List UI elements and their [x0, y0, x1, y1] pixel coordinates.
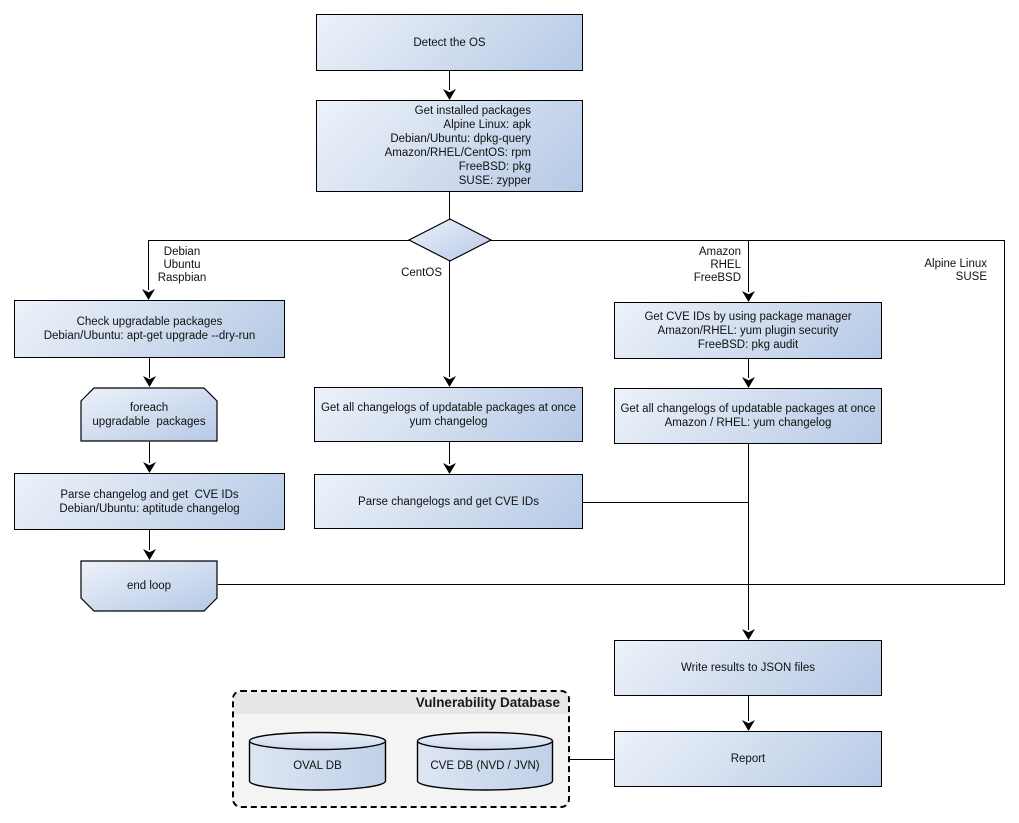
edge	[748, 359, 750, 378]
branch-label-debian: Debian Ubuntu Raspbian	[157, 246, 207, 284]
arrowhead-down-icon	[742, 629, 755, 640]
node-end-loop: end loop	[80, 560, 218, 612]
edge	[449, 192, 451, 219]
edge	[149, 530, 151, 550]
node-get-changelogs-amazon: Get all changelogs of updatable packages…	[614, 388, 882, 444]
edge	[570, 759, 614, 761]
edge	[583, 502, 749, 504]
vulnerability-database-title: Vulnerability Database	[415, 695, 560, 710]
edge	[218, 584, 1005, 586]
edge	[449, 442, 451, 464]
node-oval-db-cylinder: OVAL DB	[248, 731, 387, 791]
edge	[490, 240, 1005, 242]
arrowhead-down-icon	[443, 376, 456, 387]
loop-start-shape-icon	[80, 387, 218, 442]
loop-end-shape-icon	[80, 560, 218, 612]
node-report: Report	[614, 731, 882, 787]
edge	[449, 261, 451, 377]
end-loop-label: end loop	[126, 580, 172, 592]
edge	[748, 240, 750, 292]
arrowhead-down-icon	[143, 376, 156, 387]
edge	[748, 444, 750, 630]
edge	[149, 442, 151, 463]
oval-db-label: OVAL DB	[293, 759, 342, 772]
arrowhead-down-icon	[143, 462, 156, 473]
cve-db-label: CVE DB (NVD / JVN)	[430, 759, 540, 772]
database-cylinder-icon	[416, 731, 554, 791]
vulnerability-database-header	[234, 692, 568, 714]
arrowhead-down-icon	[143, 549, 156, 560]
node-cve-db-cylinder: CVE DB (NVD / JVN)	[416, 731, 554, 791]
arrowhead-down-icon	[742, 291, 755, 302]
arrowhead-down-icon	[742, 720, 755, 731]
branch-label-amazon: Amazon RHEL FreeBSD	[693, 246, 741, 284]
arrowhead-down-icon	[742, 377, 755, 388]
edge	[449, 71, 451, 90]
node-os-decision-diamond	[407, 218, 493, 262]
branch-label-centos: CentOS	[401, 267, 442, 279]
node-parse-changelog-debian: Parse changelog and get CVE IDs Debian/U…	[14, 473, 285, 530]
edge	[748, 696, 750, 721]
arrowhead-down-icon	[443, 89, 456, 100]
arrowhead-down-icon	[142, 289, 155, 300]
node-get-changelogs-centos: Get all changelogs of updatable packages…	[314, 387, 583, 442]
edge	[148, 240, 410, 242]
arrowhead-down-icon	[443, 463, 456, 474]
edge	[1004, 240, 1006, 585]
branch-label-alpine: Alpine Linux SUSE	[924, 258, 987, 283]
node-write-results-json: Write results to JSON files	[614, 640, 882, 696]
database-cylinder-icon	[248, 731, 387, 791]
edge	[149, 358, 151, 378]
node-parse-changelogs-centos: Parse changelogs and get CVE IDs	[314, 474, 583, 529]
node-detect-os: Detect the OS	[316, 14, 583, 71]
diamond-shape-icon	[407, 218, 493, 262]
foreach-loop-label: foreach upgradable packages	[92, 401, 206, 428]
node-get-installed-packages: Get installed packages Alpine Linux: apk…	[316, 100, 583, 192]
node-foreach-loop: foreach upgradable packages	[80, 387, 218, 442]
node-check-upgradable-packages: Check upgradable packages Debian/Ubuntu:…	[14, 300, 285, 358]
node-get-cve-ids-package-manager: Get CVE IDs by using package manager Ama…	[614, 302, 882, 359]
edge	[148, 240, 150, 290]
